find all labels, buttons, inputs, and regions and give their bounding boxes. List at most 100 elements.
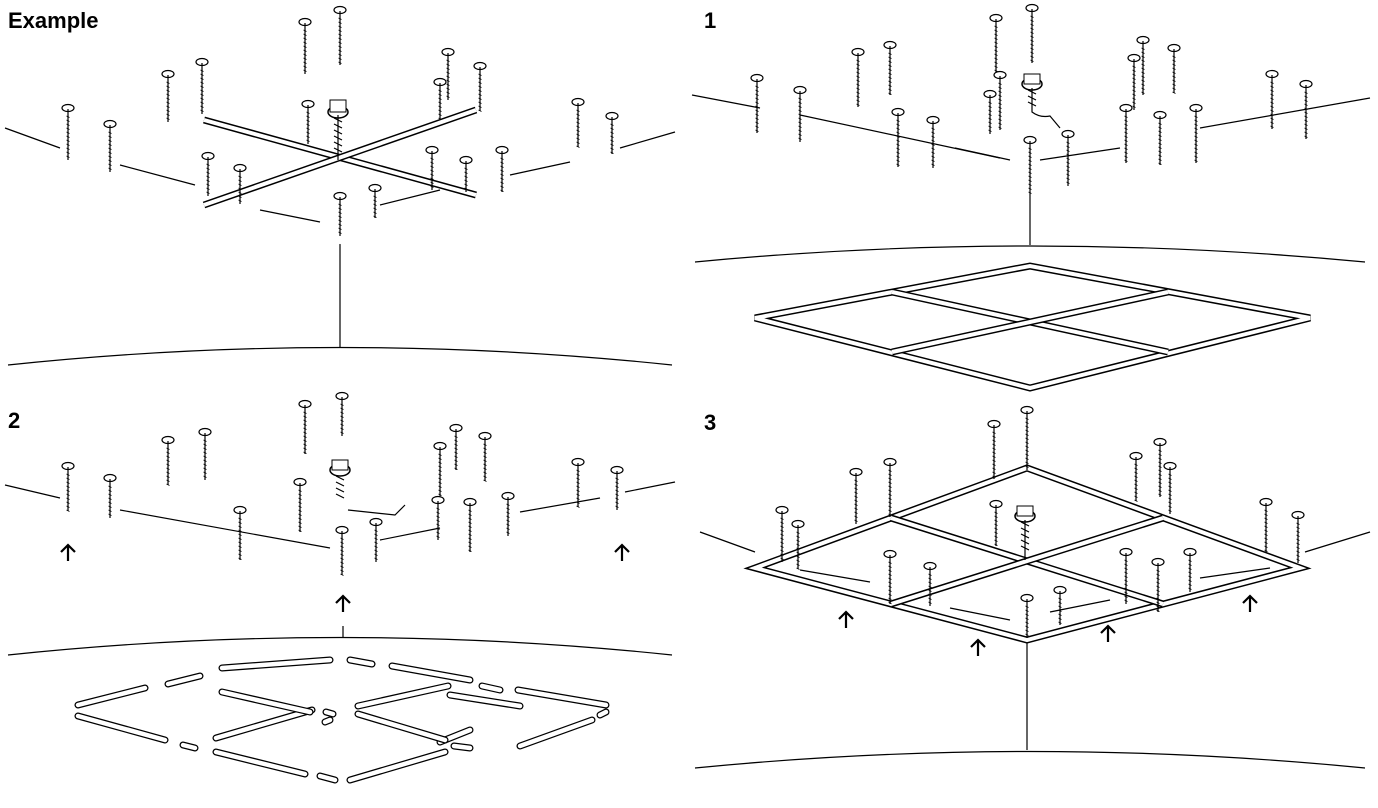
screw-group (61, 5, 619, 236)
screw-icon (501, 491, 515, 536)
ceiling-line (619, 131, 676, 149)
floor-curve (694, 750, 1366, 769)
screw-icon (301, 99, 315, 144)
screw-icon (926, 115, 940, 168)
tube-segment (596, 708, 610, 719)
screw-group (61, 391, 624, 576)
screw-icon (335, 525, 349, 576)
tube-segment (346, 656, 376, 668)
screw-icon (298, 399, 312, 454)
screw-icon (1127, 53, 1141, 110)
screw-icon (571, 457, 585, 508)
step2-illustration (4, 391, 676, 784)
screw-icon (1265, 69, 1279, 129)
screw-icon (891, 107, 905, 167)
tube-segment (212, 706, 316, 742)
screw-icon (449, 423, 463, 470)
screw-icon (775, 505, 789, 562)
screw-icon (425, 145, 439, 190)
screw-icon (1119, 547, 1133, 604)
up-arrow-icon (60, 543, 76, 561)
tube-segment (321, 716, 334, 726)
screw-icon (103, 119, 117, 172)
screw-icon (791, 519, 805, 570)
screw-icon (495, 145, 509, 192)
screw-icon (1153, 437, 1167, 497)
screw-icon (441, 47, 455, 100)
screw-icon (1291, 510, 1305, 563)
screw-icon (1020, 593, 1034, 638)
screw-icon (610, 465, 624, 510)
screw-icon (851, 47, 865, 107)
panel-label-step1: 1 (704, 8, 717, 33)
screw-icon (478, 431, 492, 482)
up-arrow-icon (335, 594, 351, 612)
screw-icon (1153, 110, 1167, 165)
tube-segment (212, 748, 309, 778)
screw-icon (368, 183, 382, 218)
screw-icon (571, 97, 585, 148)
frame-tubes (743, 464, 1312, 644)
screw-icon (433, 77, 447, 120)
screw-icon (849, 467, 863, 524)
screw-icon (883, 40, 897, 95)
panel-label-step2: 2 (8, 408, 21, 433)
screw-icon (335, 391, 349, 436)
screw-icon (161, 435, 175, 486)
up-arrow-icon (1100, 624, 1116, 642)
screw-icon (431, 495, 445, 540)
screw-icon (293, 477, 307, 532)
screw-icon (433, 441, 447, 496)
screw-icon (1023, 135, 1037, 195)
tube-segment (316, 772, 339, 784)
tube-segment (218, 688, 314, 716)
tube-segment (388, 662, 474, 684)
tube-segment (450, 742, 474, 752)
screw-group (750, 3, 1313, 195)
screw-icon (61, 461, 75, 512)
tube-segment (179, 741, 199, 752)
panel-label-step3: 3 (704, 410, 717, 435)
screw-icon (987, 419, 1001, 479)
center-anchor (1014, 505, 1036, 560)
screw-icon (883, 457, 897, 517)
arrow-group (60, 543, 1258, 656)
screw-icon (198, 427, 212, 480)
ceiling-line (4, 127, 61, 149)
screw-icon (369, 517, 383, 562)
screw-icon (1136, 35, 1150, 95)
tube-segment (446, 691, 524, 710)
screw-icon (1163, 461, 1177, 514)
screw-icon (1259, 497, 1273, 552)
tube-segment (346, 748, 449, 784)
tube-segment (74, 712, 169, 744)
screw-icon (993, 70, 1007, 130)
screw-icon (459, 155, 473, 192)
screw-icon (233, 163, 247, 204)
tube-segment (354, 682, 452, 710)
up-arrow-icon (614, 543, 630, 561)
screw-icon (333, 191, 347, 236)
screw-icon (1053, 585, 1067, 625)
screw-icon (61, 103, 75, 160)
tube-segment (354, 710, 449, 744)
tube-segment (516, 716, 596, 750)
tube-segment (74, 684, 149, 709)
screw-icon (1151, 557, 1165, 612)
screw-icon (750, 73, 764, 133)
screw-icon (1061, 129, 1075, 186)
tube-segment (322, 708, 337, 718)
panel-label-example: Example (8, 8, 99, 33)
screw-icon (605, 111, 619, 154)
screw-icon (463, 497, 477, 552)
ceiling-line (691, 94, 761, 109)
screw-icon (1119, 103, 1133, 163)
up-arrow-icon (838, 610, 854, 628)
tube-segment (514, 686, 610, 709)
screw-icon (883, 549, 897, 604)
up-arrow-icon (970, 638, 986, 656)
screw-icon (195, 57, 209, 114)
screw-icon (793, 85, 807, 142)
screw-group (775, 405, 1305, 638)
